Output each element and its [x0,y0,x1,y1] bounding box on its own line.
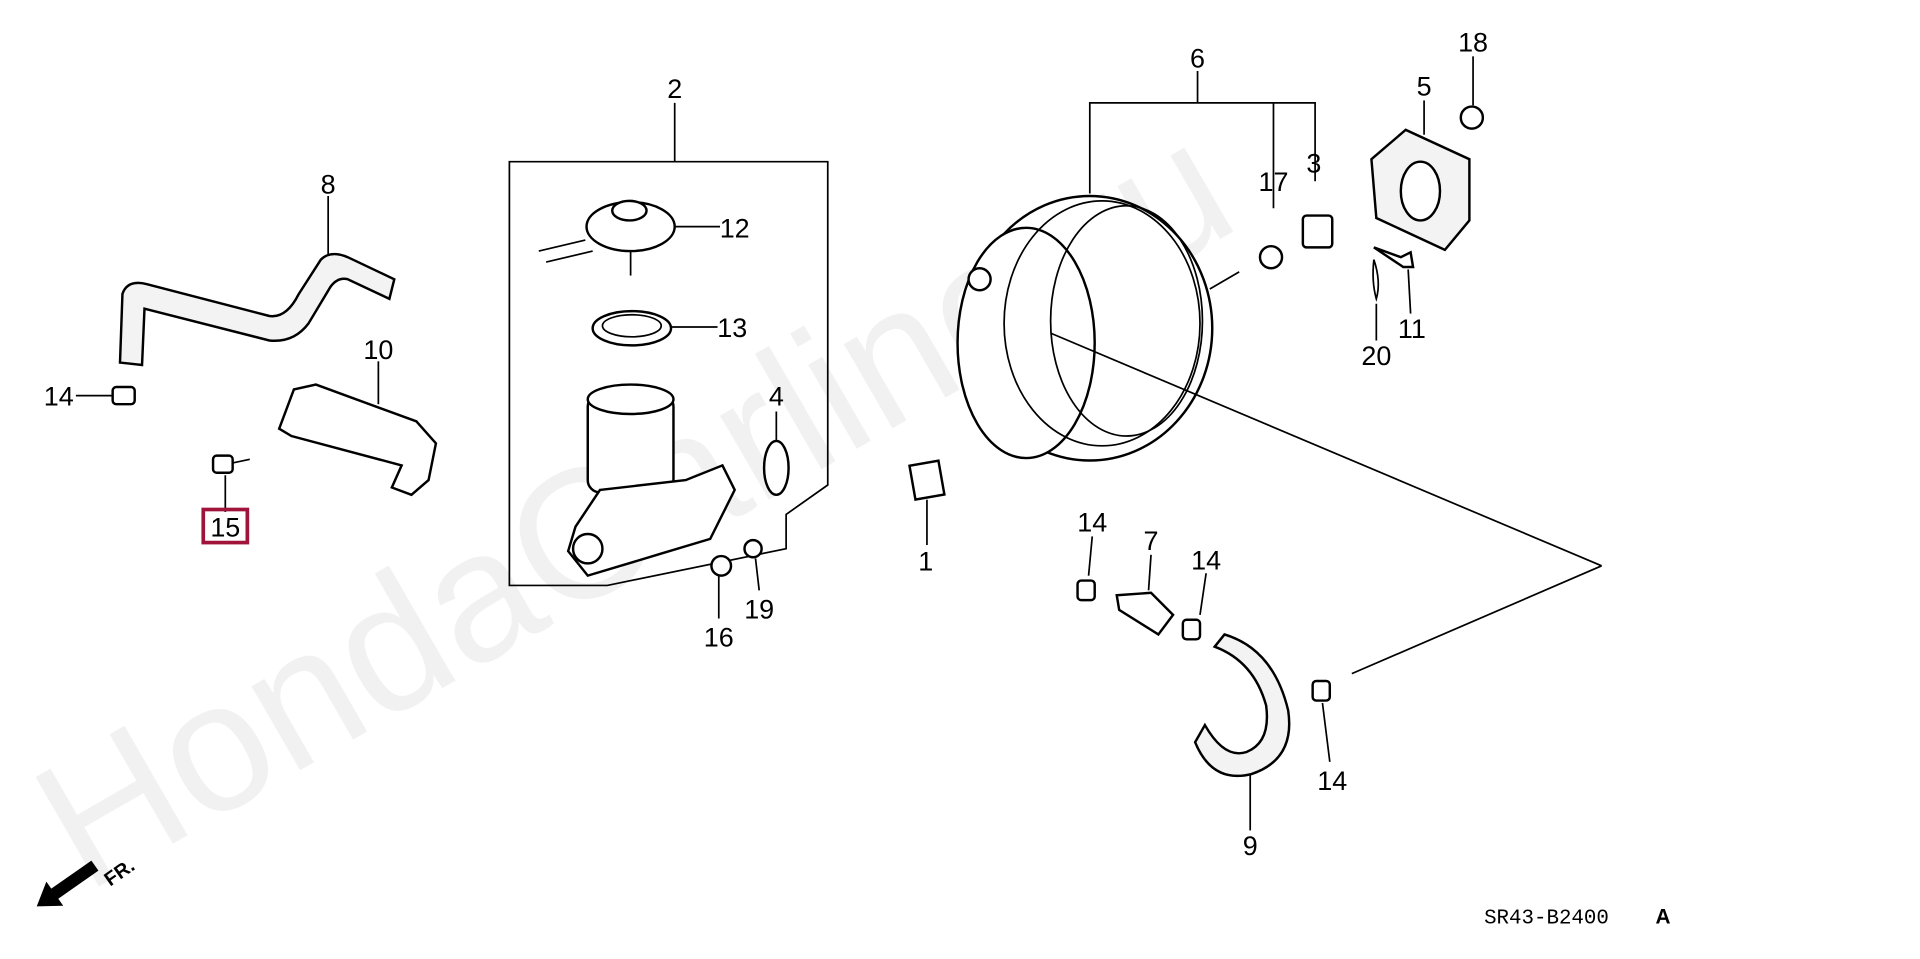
callout-14[interactable]: 14 [1317,766,1347,796]
part-18-nut[interactable] [1459,105,1485,130]
part-9-hose[interactable] [1193,633,1291,778]
part-1-gasket[interactable] [908,459,946,501]
callout-14[interactable]: 14 [1191,546,1221,576]
callout-3[interactable]: 3 [1306,149,1321,179]
callout-8[interactable]: 8 [321,170,336,200]
diagram-revision: A [1656,905,1671,928]
callout-1[interactable]: 1 [918,547,933,577]
callout-9[interactable]: 9 [1243,831,1258,861]
part-8-hose[interactable] [118,252,396,367]
callout-19[interactable]: 19 [744,595,774,625]
part-10-bracket[interactable] [277,383,438,497]
callout-5[interactable]: 5 [1417,72,1432,102]
callout-7[interactable]: 7 [1144,526,1159,556]
part-14-clip[interactable] [1311,679,1332,702]
part-15-highlight-box[interactable] [201,507,250,545]
part-6-brake-booster[interactable] [956,194,1240,462]
part-14-clip[interactable] [1181,618,1202,641]
callout-12[interactable]: 12 [720,214,750,244]
callout-6[interactable]: 6 [1190,43,1205,73]
callout-10[interactable]: 10 [363,335,393,365]
callout-14[interactable]: 14 [44,381,74,411]
callout-4[interactable]: 4 [769,381,784,411]
part-15-bolt[interactable] [211,454,234,474]
part-16-nut[interactable] [710,554,733,577]
callout-13[interactable]: 13 [717,313,747,343]
callout-14[interactable]: 14 [1077,508,1107,538]
part-17-nut[interactable] [1258,244,1284,270]
part-20-clip[interactable] [1372,259,1380,302]
callout-18[interactable]: 18 [1458,27,1488,57]
callout-20[interactable]: 20 [1361,341,1391,371]
callout-16[interactable]: 16 [704,623,734,653]
part-14-clip[interactable] [1076,579,1096,602]
part-4-grommet[interactable] [762,439,790,497]
part-7-check-valve[interactable] [1115,591,1175,637]
part-14-clip[interactable] [111,385,136,406]
part-11-pin[interactable] [1373,246,1415,269]
diagram-code: SR43-B2400 [1484,907,1609,930]
callout-2[interactable]: 2 [667,74,682,104]
part-3-block[interactable] [1301,214,1334,249]
callout-11[interactable]: 11 [1398,314,1426,344]
callout-15[interactable]: 15 [210,512,240,542]
part-13-seal[interactable] [591,309,673,347]
master-cylinder-body[interactable] [566,383,737,578]
part-19-washer[interactable] [743,538,763,559]
callout-17[interactable]: 17 [1258,167,1288,197]
front-direction-arrow-icon [36,860,99,907]
